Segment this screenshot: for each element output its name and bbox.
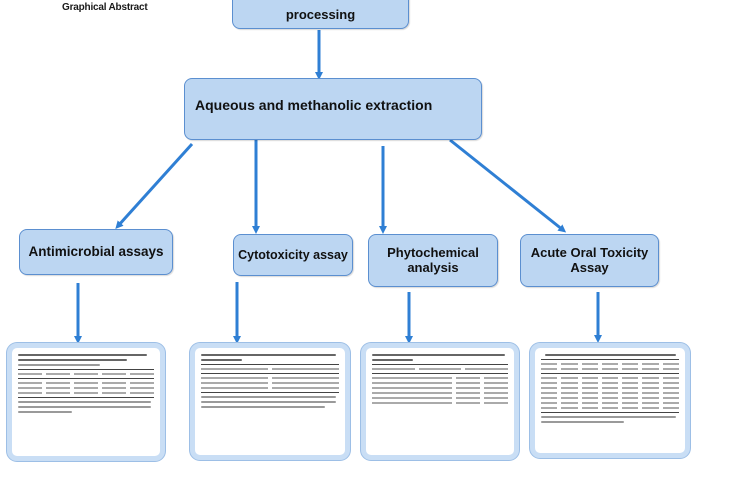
arrow-extraction-to-antimicrobial [115,142,194,229]
cytotoxicity-box: Cytotoxicity assay [233,234,353,276]
arrow-extraction-to-toxicity [449,138,567,233]
cytotoxicity-box-label: Cytotoxicity assay [238,247,348,262]
processing-box: processing [232,0,409,29]
cytotoxicity-results-table-image [190,343,350,460]
acute-toxicity-box: Acute Oral Toxicity Assay [520,234,659,287]
extraction-box: Aqueous and methanolic extraction [184,78,482,140]
antimicrobial-box-label: Antimicrobial assays [28,244,164,260]
extraction-box-label: Aqueous and methanolic extraction [195,97,433,113]
phytochemical-box: Phytochemical analysis [368,234,498,287]
processing-box-label: processing [285,7,356,23]
acute-toxicity-box-label: Acute Oral Toxicity Assay [530,244,649,275]
acute-toxicity-results-table-image [530,343,690,458]
graphical-abstract-label: Graphical Abstract [62,2,148,13]
phytochemical-box-label: Phytochemical analysis [387,244,479,275]
antimicrobial-results-table-image [7,343,165,461]
phytochemical-results-table-image [361,343,519,460]
antimicrobial-box: Antimicrobial assays [19,229,173,275]
